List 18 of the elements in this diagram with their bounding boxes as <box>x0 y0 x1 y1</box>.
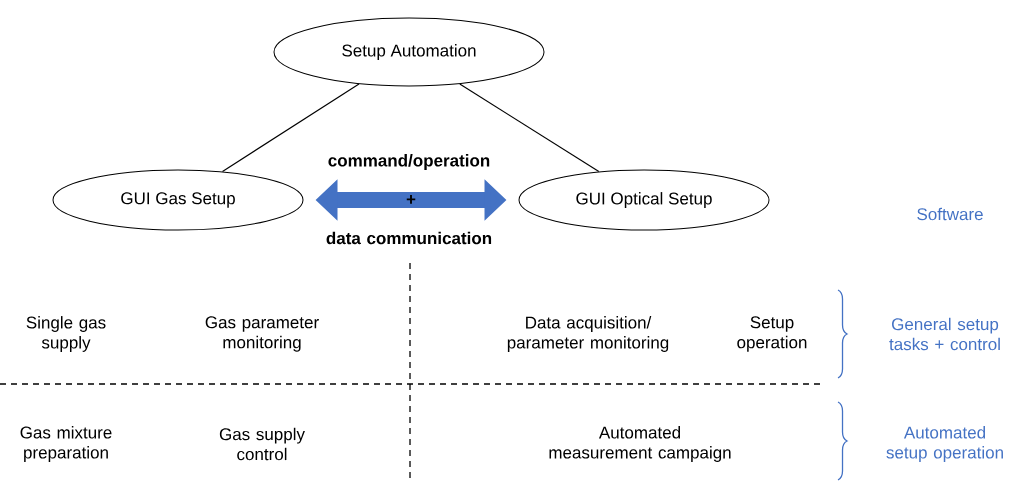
edge-label: + <box>406 195 416 204</box>
table-cell: Data acquisition/ parameter monitoring <box>507 316 669 352</box>
ellipse-node: GUI Gas Setup <box>52 169 304 231</box>
row-caption: General setup tasks + control <box>889 317 1000 351</box>
ellipse-node: GUI Optical Setup <box>518 169 770 231</box>
ellipse-node: Setup Automation <box>273 17 545 87</box>
arrow-caption: data communication <box>326 231 492 245</box>
arrow-caption: command/operation <box>328 154 490 170</box>
side-caption: Software <box>917 207 983 221</box>
table-cell: Setup operation <box>737 316 807 352</box>
row-caption: Automated setup operation <box>886 426 1003 462</box>
table-cell: Automated measurement campaign <box>549 426 731 462</box>
table-cell: Gas mixture preparation <box>20 426 112 462</box>
table-cell: Single gas supply <box>26 316 106 352</box>
connector-line <box>459 83 600 173</box>
table-cell: Gas parameter monitoring <box>205 316 319 352</box>
table-cell: Gas supply control <box>219 427 305 461</box>
connector-line <box>221 83 360 173</box>
